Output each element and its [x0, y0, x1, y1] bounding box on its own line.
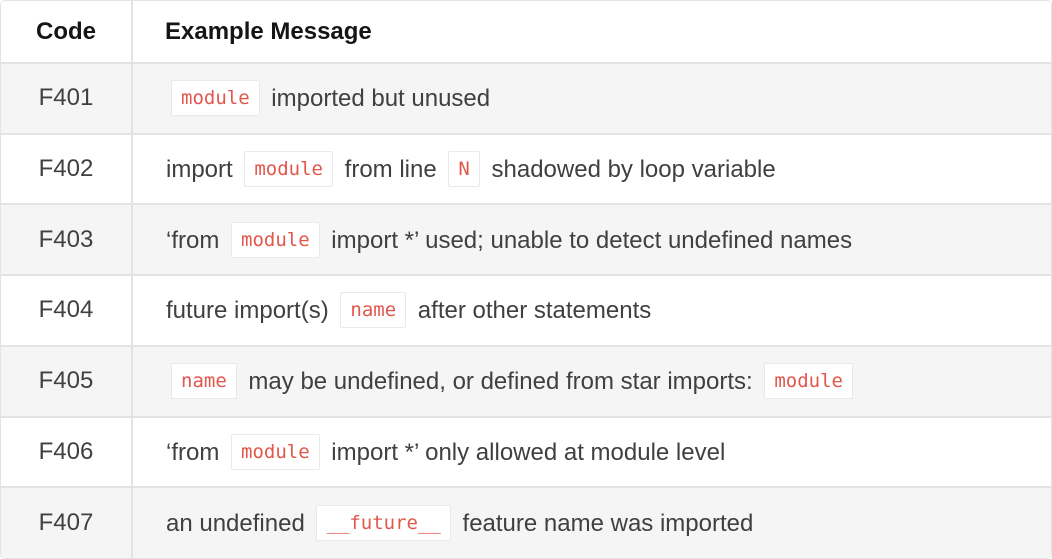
message-cell: ‘from module import *’ used; unable to d… — [132, 204, 1051, 277]
code-cell: F406 — [1, 416, 133, 489]
column-header-example-message: Example Message — [132, 1, 1051, 64]
message-cell: future import(s) name after other statem… — [132, 275, 1051, 347]
message-text: import *’ only allowed at module level — [324, 438, 726, 466]
message-text: ‘from — [166, 226, 226, 254]
code-cell: F402 — [1, 133, 133, 206]
inline-code: __future__ — [316, 505, 451, 542]
message-text: an undefined — [166, 510, 312, 538]
inline-code: module — [171, 80, 260, 117]
table-header: Code Example Message — [1, 1, 1051, 64]
header-row: Code Example Message — [1, 1, 1051, 64]
message-text: imported but unused — [264, 85, 491, 113]
inline-code: N — [448, 151, 480, 188]
message-text: shadowed by loop variable — [484, 156, 776, 184]
message-text: after other statements — [411, 297, 652, 325]
table-row: F403‘from module import *’ used; unable … — [1, 204, 1051, 277]
message-text: from line — [338, 156, 444, 184]
inline-code: module — [231, 221, 320, 258]
inline-code: name — [340, 292, 407, 329]
inline-code: name — [171, 363, 237, 400]
inline-code: module — [764, 363, 853, 400]
message-cell: an undefined __future__ feature name was… — [132, 487, 1051, 558]
message-cell: import module from line N shadowed by lo… — [132, 133, 1051, 206]
message-text: feature name was imported — [455, 510, 754, 538]
message-cell: module imported but unused — [132, 63, 1051, 135]
inline-code: module — [231, 433, 320, 470]
code-cell: F403 — [1, 204, 133, 277]
code-cell: F405 — [1, 345, 133, 418]
code-cell: F407 — [1, 487, 133, 558]
message-text: future import(s) — [166, 297, 336, 325]
message-text: import — [166, 156, 240, 184]
table-row: F406‘from module import *’ only allowed … — [1, 416, 1051, 489]
code-cell: F404 — [1, 275, 133, 347]
message-cell: ‘from module import *’ only allowed at m… — [132, 416, 1051, 489]
code-cell: F401 — [1, 63, 133, 135]
message-text: may be undefined, or defined from star i… — [241, 368, 760, 396]
message-text: import *’ used; unable to detect undefin… — [324, 226, 853, 254]
column-header-code: Code — [1, 1, 133, 64]
inline-code: module — [244, 151, 333, 188]
message-text: ‘from — [166, 438, 226, 466]
message-cell: name may be undefined, or defined from s… — [132, 345, 1051, 418]
